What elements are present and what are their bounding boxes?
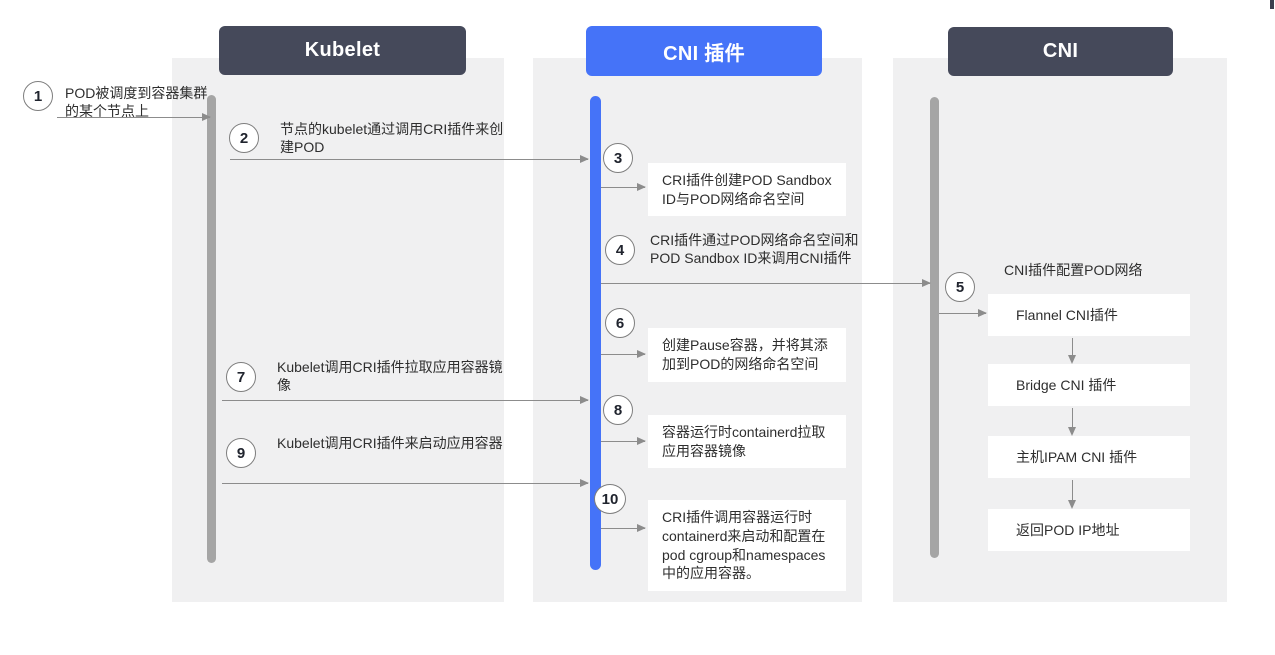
arrowhead-right-icon — [637, 183, 646, 191]
corner-artifact — [1270, 0, 1274, 9]
step-2-arrow — [230, 155, 589, 163]
kubelet-header: Kubelet — [219, 26, 466, 75]
step-3-number: 3 — [603, 143, 633, 173]
cni-plugin-lifeline — [590, 96, 601, 570]
cni-flow-box-flannel: Flannel CNI插件 — [988, 294, 1190, 336]
step-4-number: 4 — [605, 235, 635, 265]
arrowhead-down-icon — [1068, 427, 1076, 436]
step-8-number: 8 — [603, 395, 633, 425]
kubelet-lifeline — [207, 95, 216, 563]
step-5-label: CNI插件配置POD网络 — [1004, 262, 1143, 278]
step-4-label: CRI插件通过POD网络命名空间和POD Sandbox ID来调用CNI插件 — [650, 232, 859, 267]
arrowhead-down-icon — [1068, 500, 1076, 509]
step-6-number: 6 — [605, 308, 635, 338]
step-7-arrow — [222, 396, 589, 404]
step-8-arrow — [601, 437, 646, 445]
step-10-arrow — [601, 524, 646, 532]
step-9-number: 9 — [226, 438, 256, 468]
step-8-box: 容器运行时containerd拉取应用容器镜像 — [648, 415, 846, 468]
cni-flow-arrow-3 — [1068, 480, 1076, 509]
step-2-label: 节点的kubelet通过调用CRI插件来创建POD — [280, 121, 504, 156]
arrowhead-right-icon — [637, 437, 646, 445]
cni-flow-box-return-ip: 返回POD IP地址 — [988, 509, 1190, 551]
cni-flow-arrow-1 — [1068, 338, 1076, 364]
arrowhead-right-icon — [580, 155, 589, 163]
step-6-arrow — [601, 350, 646, 358]
cni-flow-box-bridge: Bridge CNI 插件 — [988, 364, 1190, 406]
step-9-label: Kubelet调用CRI插件来启动应用容器 — [277, 435, 503, 451]
arrowhead-right-icon — [580, 396, 589, 404]
step-10-box: CRI插件调用容器运行时containerd来启动和配置在pod cgroup和… — [648, 500, 846, 591]
kubelet-panel — [172, 58, 504, 602]
cni-flow-arrow-2 — [1068, 408, 1076, 436]
cni-plugin-header: CNI 插件 — [586, 26, 822, 76]
arrowhead-right-icon — [202, 113, 211, 121]
step-3-arrow — [601, 183, 646, 191]
step-9-arrow — [222, 479, 589, 487]
step-2-number: 2 — [229, 123, 259, 153]
step-5-arrow — [939, 309, 987, 317]
step-6-box: 创建Pause容器，并将其添加到POD的网络命名空间 — [648, 328, 846, 382]
step-5-number: 5 — [945, 272, 975, 302]
arrowhead-right-icon — [978, 309, 987, 317]
step-4-arrow — [601, 279, 931, 287]
cni-flow-box-ipam: 主机IPAM CNI 插件 — [988, 436, 1190, 478]
arrowhead-down-icon — [1068, 355, 1076, 364]
arrowhead-right-icon — [637, 524, 646, 532]
step-7-number: 7 — [226, 362, 256, 392]
arrowhead-right-icon — [922, 279, 931, 287]
step-3-box: CRI插件创建POD Sandbox ID与POD网络命名空间 — [648, 163, 846, 216]
cni-header: CNI — [948, 27, 1173, 76]
step-1-number: 1 — [23, 81, 53, 111]
step-7-label: Kubelet调用CRI插件拉取应用容器镜像 — [277, 359, 503, 394]
arrowhead-right-icon — [580, 479, 589, 487]
cni-lifeline — [930, 97, 939, 558]
arrowhead-right-icon — [637, 350, 646, 358]
step-10-number: 10 — [594, 484, 626, 514]
step-1-label: POD被调度到容器集群的某个节点上 — [65, 85, 208, 120]
step-1-arrow — [57, 113, 211, 121]
